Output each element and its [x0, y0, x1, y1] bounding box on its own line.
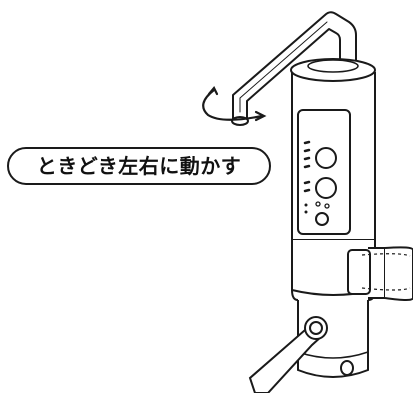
- control-panel: [297, 109, 351, 235]
- rotation-arrow-icon: [202, 86, 267, 122]
- faucet-spout: [231, 11, 357, 126]
- indicator-lights: [303, 140, 311, 193]
- callout-label: ときどき左右に動かす: [37, 154, 241, 178]
- base-knob: [340, 360, 354, 376]
- small-button: [315, 212, 329, 226]
- side-valve: [347, 246, 413, 301]
- status-dots: [304, 203, 308, 214]
- mode-button: [315, 147, 337, 169]
- callout-bubble: ときどき左右に動かす: [7, 147, 271, 185]
- hose: [248, 316, 328, 393]
- select-button: [315, 177, 337, 199]
